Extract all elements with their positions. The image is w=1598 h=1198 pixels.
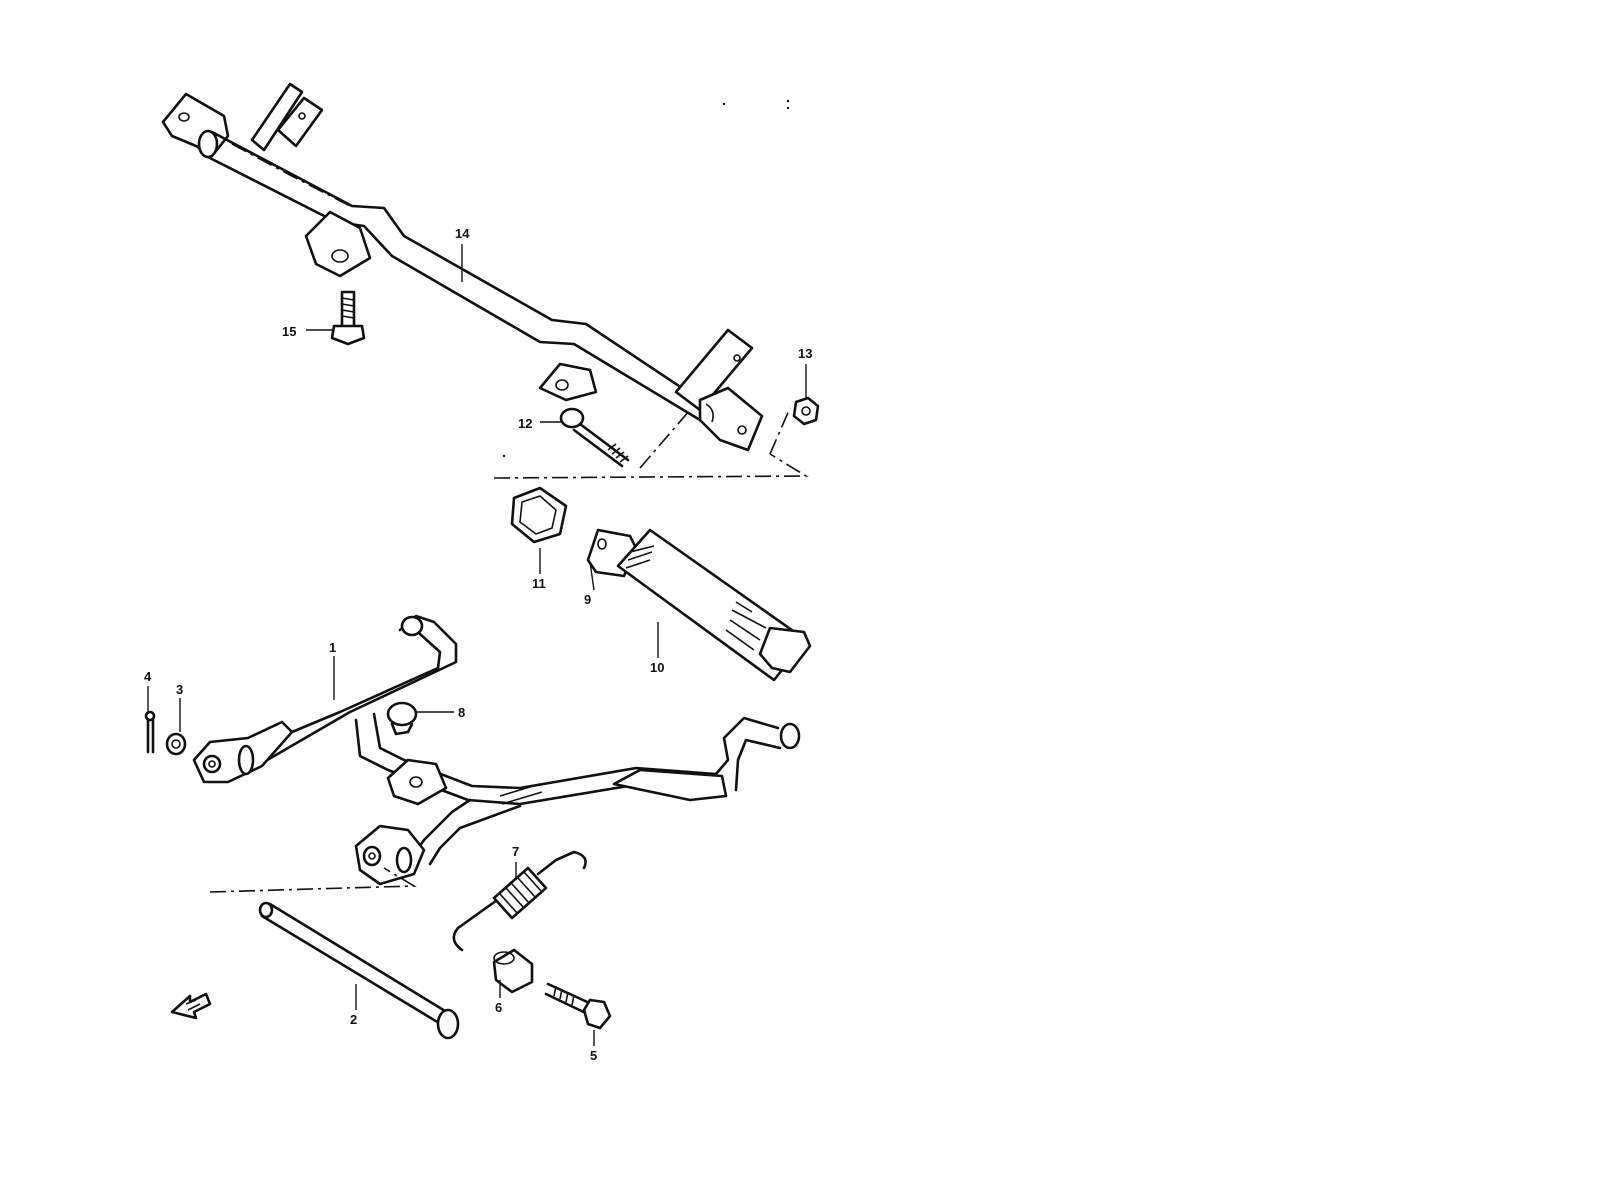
part-1-stand-lever: [192, 614, 458, 784]
callout-13: 13: [798, 346, 812, 361]
part-4-cotter-pin: [144, 710, 156, 754]
callout-labels: 14 15 13 12 11 9 10 1 8 3 4 7 6 5 2: [144, 226, 812, 1063]
part-12-bolt: [559, 407, 630, 468]
leader-lines: [147, 244, 807, 1046]
callout-11: 11: [532, 576, 546, 591]
part-10-footpeg-rubber: [616, 528, 812, 682]
callout-8: 8: [458, 705, 465, 720]
part-13-nut: [792, 396, 820, 426]
part-5-bolt: [544, 982, 612, 1030]
scan-specks: [502, 99, 790, 458]
front-arrow-icon: [170, 992, 212, 1020]
callout-6: 6: [495, 1000, 502, 1015]
part-2-pivot-shaft: [258, 901, 460, 1040]
part-3-washer: [165, 732, 187, 756]
callout-2: 2: [350, 1012, 357, 1027]
callout-5: 5: [590, 1048, 597, 1063]
part-14-footrest-bar: [161, 82, 764, 452]
callout-4: 4: [144, 669, 152, 684]
callout-10: 10: [650, 660, 664, 675]
part-6-collar: [492, 948, 534, 994]
main-stand-body: [354, 712, 801, 886]
callout-7: 7: [512, 844, 519, 859]
part-8-stopper: [386, 701, 418, 736]
callout-14: 14: [455, 226, 470, 241]
callout-15: 15: [282, 324, 296, 339]
callout-12: 12: [518, 416, 532, 431]
part-15-bolt: [330, 290, 366, 346]
callout-1: 1: [329, 640, 336, 655]
part-7-spring: [452, 850, 587, 952]
part-11-cushion: [510, 486, 568, 544]
callout-9: 9: [584, 592, 591, 607]
callout-3: 3: [176, 682, 183, 697]
assembly-guide-lines: [209, 143, 809, 893]
